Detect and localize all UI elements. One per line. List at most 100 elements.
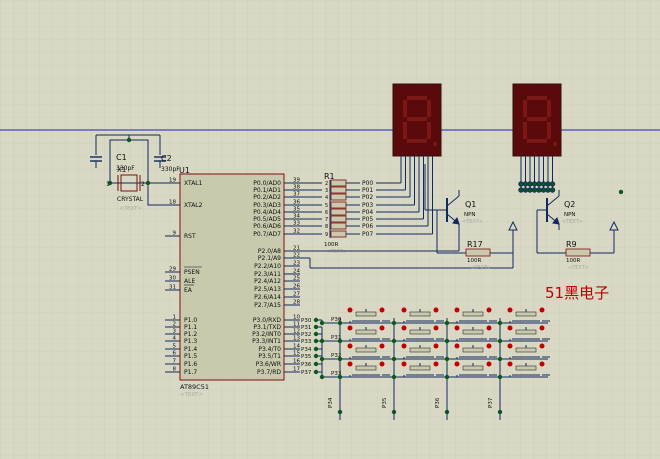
button-indicator	[401, 361, 407, 367]
rpack-part: 100R	[324, 242, 338, 248]
mcu-pin-number: 16	[293, 359, 300, 365]
junction-dot	[536, 187, 542, 193]
rpack-resistor[interactable]	[330, 193, 347, 201]
button-indicator	[539, 361, 545, 367]
rpack-resistor[interactable]	[330, 201, 347, 209]
junction-dot	[319, 338, 325, 344]
r17-ref: R17	[467, 240, 483, 249]
keypad-button[interactable]	[347, 361, 391, 378]
r9-placeholder: <TEXT>	[568, 265, 589, 271]
button-indicator	[486, 325, 492, 331]
keypad-button[interactable]	[401, 361, 445, 378]
mcu-pin-number: 37	[293, 192, 300, 198]
button-cap	[462, 365, 484, 371]
transistor-q2[interactable]	[537, 195, 560, 225]
mcu-pin-number: 17	[293, 367, 300, 373]
q1-type: NPN	[464, 212, 476, 218]
p3-net-label: P30	[301, 318, 312, 324]
keypad-column-label: P34	[328, 397, 334, 408]
button-indicator	[507, 325, 513, 331]
junction-dot	[518, 187, 524, 193]
rpack-resistor[interactable]	[330, 222, 347, 230]
keypad-button[interactable]	[454, 361, 498, 378]
rpack-pin-number: 4	[325, 195, 328, 201]
seven-segment-display-2[interactable]	[512, 83, 562, 164]
junction-dot	[313, 346, 319, 352]
keypad-button[interactable]	[401, 343, 445, 360]
mcu-pin-number: 28	[293, 300, 300, 306]
keypad-button[interactable]	[401, 325, 445, 342]
transistor-drivers[interactable]	[300, 164, 619, 269]
button-indicator	[347, 343, 353, 349]
keypad-button[interactable]	[347, 343, 391, 360]
watermark-text: 51黑电子	[545, 284, 609, 302]
button-indicator	[379, 343, 385, 349]
c1-value: 330pF	[116, 165, 135, 172]
button-indicator	[433, 343, 439, 349]
mcu-pin-name: P1.1	[184, 324, 197, 331]
rpack-pin-number: 9	[325, 232, 328, 238]
button-indicator	[539, 343, 545, 349]
rpack-resistor[interactable]	[330, 215, 347, 223]
resistor-r9[interactable]	[565, 248, 591, 257]
junction-dot	[337, 320, 343, 326]
keypad-button[interactable]	[454, 325, 498, 342]
junction-dot	[531, 181, 538, 187]
button-indicator	[347, 307, 353, 313]
rpack-resistor[interactable]	[330, 230, 347, 238]
mcu-pin-name: P1.5	[184, 353, 197, 360]
c1-ref: C1	[116, 153, 127, 162]
rpack-net-label: P07	[362, 231, 373, 238]
free-junction-dot	[618, 189, 624, 195]
display-segment	[523, 100, 527, 117]
keypad-button[interactable]	[507, 361, 551, 378]
keypad-button[interactable]	[507, 307, 551, 324]
keypad-button[interactable]	[454, 307, 498, 324]
mcu-pin-name: P0.5/AD5	[253, 216, 281, 223]
button-cap	[515, 329, 537, 335]
seven-segment-displays[interactable]	[392, 83, 562, 164]
rpack-resistor[interactable]	[330, 208, 347, 216]
mcu-pin-number: 26	[293, 284, 300, 290]
button-indicator	[454, 307, 460, 313]
button-cap	[355, 329, 377, 335]
junction-dot	[522, 187, 529, 193]
keypad-button[interactable]	[347, 307, 391, 324]
rpack-resistor[interactable]	[330, 186, 347, 194]
transistor-q1[interactable]	[437, 195, 460, 225]
button-cap	[409, 347, 431, 353]
mcu-body[interactable]	[179, 173, 285, 381]
q2-placeholder: <TEXT>	[562, 219, 583, 225]
mcu-part: AT89C51	[180, 383, 209, 391]
mcu-pin-name: XTAL2	[184, 202, 203, 209]
button-cap	[355, 347, 377, 353]
button-cap	[462, 347, 484, 353]
seven-segment-display-1[interactable]	[392, 83, 442, 164]
mcu-pin-name: P1.7	[184, 369, 197, 376]
keypad-button[interactable]	[454, 343, 498, 360]
keypad-row-label: P32	[331, 353, 341, 359]
mcu-pin-number: 21	[293, 246, 300, 252]
mcu-pin-number: 1	[173, 315, 177, 321]
keypad-button[interactable]	[347, 325, 391, 342]
button-cap	[515, 347, 537, 353]
button-indicator	[486, 307, 492, 313]
display-segment	[403, 122, 407, 139]
keypad-button[interactable]	[507, 343, 551, 360]
mcu-right-pins: 39P0.0/AD038P0.1/AD137P0.2/AD236P0.3/AD3…	[252, 178, 322, 376]
resistor-r17[interactable]	[465, 248, 491, 257]
keypad-column-label: P37	[488, 397, 494, 408]
display-segment	[407, 139, 427, 143]
mcu-pin-name: P3.3/INT1	[252, 338, 281, 345]
keypad-button[interactable]	[507, 325, 551, 342]
mcu-placeholder: <TEXT>	[180, 392, 203, 398]
mcu-pin-name: P2.7/A15	[254, 302, 281, 309]
keypad-button[interactable]	[401, 307, 445, 324]
mcu-pin-number: 4	[173, 336, 177, 342]
junction-dot	[497, 338, 503, 344]
rpack-net-label: P00	[362, 180, 373, 187]
q2-type: NPN	[564, 212, 576, 218]
